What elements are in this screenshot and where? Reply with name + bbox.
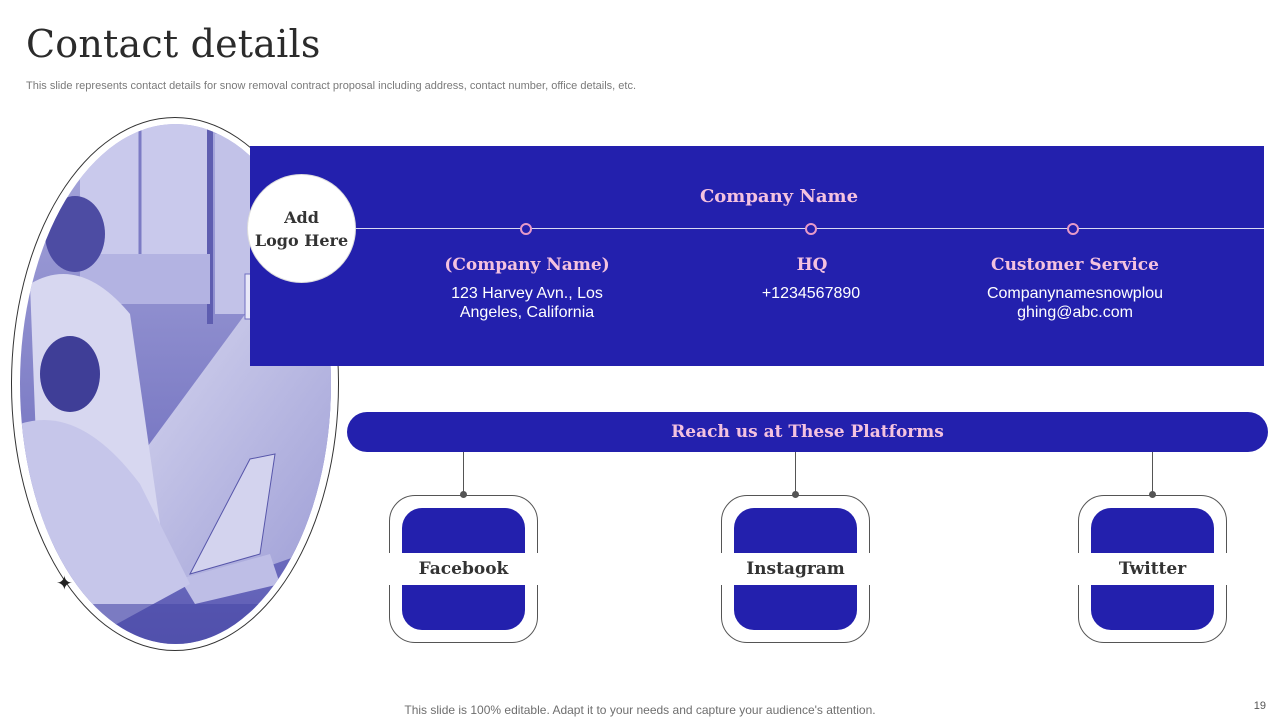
page-title: Contact details bbox=[26, 22, 321, 66]
footer-note: This slide is 100% editable. Adapt it to… bbox=[404, 703, 876, 717]
photo-frame-outline bbox=[11, 117, 339, 651]
page-number: 19 bbox=[1253, 700, 1266, 712]
timeline-dot bbox=[520, 223, 532, 235]
company-info-banner bbox=[250, 146, 1264, 366]
column-body-phone: +1234567890 bbox=[761, 285, 861, 302]
column-body-email: Companynamesnowplou ghing@abc.com bbox=[986, 285, 1164, 321]
platforms-heading: Reach us at These Platforms bbox=[671, 422, 944, 442]
column-heading-hq: HQ bbox=[796, 255, 828, 275]
platforms-heading-pill: Reach us at These Platforms bbox=[347, 412, 1268, 452]
timeline-dot bbox=[805, 223, 817, 235]
column-heading-company: (Company Name) bbox=[444, 255, 610, 275]
column-heading-customer-service: Customer Service bbox=[991, 255, 1159, 275]
sparkle-star-icon: ✦ bbox=[56, 573, 73, 595]
connector-dot bbox=[792, 491, 799, 498]
connector-dot bbox=[1149, 491, 1156, 498]
platform-label-twitter[interactable]: Twitter bbox=[1078, 553, 1227, 585]
connector-line bbox=[795, 452, 796, 495]
logo-line-1: Add bbox=[284, 207, 319, 227]
platform-label-instagram[interactable]: Instagram bbox=[721, 553, 870, 585]
logo-placeholder[interactable]: Add Logo Here bbox=[248, 175, 355, 282]
logo-line-2: Logo Here bbox=[254, 230, 349, 250]
timeline-dot bbox=[1067, 223, 1079, 235]
banner-divider-line bbox=[340, 228, 1264, 229]
connector-line bbox=[463, 452, 464, 495]
company-name-heading: Company Name bbox=[699, 186, 859, 207]
platform-label-facebook[interactable]: Facebook bbox=[389, 553, 538, 585]
column-body-address: 123 Harvey Avn., Los Angeles, California bbox=[451, 285, 603, 321]
connector-line bbox=[1152, 452, 1153, 495]
connector-dot bbox=[460, 491, 467, 498]
page-subtitle: This slide represents contact details fo… bbox=[26, 80, 636, 92]
